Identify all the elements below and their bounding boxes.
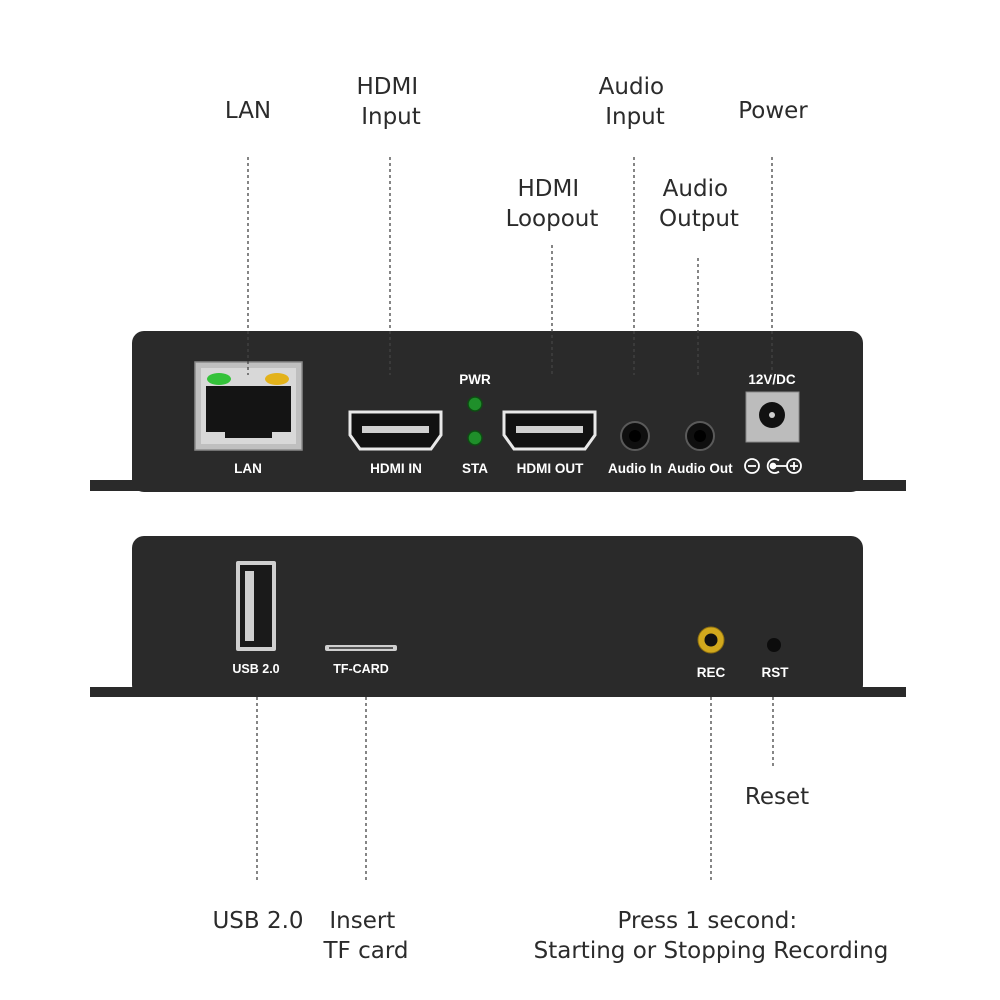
callout-lan: LAN [225, 98, 271, 124]
leader-lines [247, 157, 774, 880]
front-label-lan: LAN [234, 461, 262, 476]
back-label-rst: RST [762, 665, 790, 680]
lan-led-amber [265, 373, 289, 385]
sta-led [467, 430, 483, 446]
dc-power-jack [745, 391, 800, 443]
front-label-dc: 12V/DC [748, 372, 796, 387]
front-label-hdmi-out: HDMI OUT [517, 461, 584, 476]
lan-port [194, 361, 303, 451]
pwr-led [467, 396, 483, 412]
hdmi-in-port [348, 410, 443, 451]
back-label-rec: REC [697, 665, 726, 680]
back-label-tf: TF-CARD [333, 662, 389, 676]
front-label-audio-out: Audio Out [667, 461, 733, 476]
callout-usb: USB 2.0 [212, 908, 303, 934]
callout-audio-output: Audio Output [659, 176, 739, 232]
back-panel: USB 2.0 TF-CARD REC RST [90, 536, 906, 697]
callout-reset: Reset [745, 784, 809, 810]
hdmi-out-port [502, 410, 597, 451]
tf-card-slot [325, 645, 397, 651]
front-label-hdmi-in: HDMI IN [370, 461, 422, 476]
front-panel: LAN HDMI IN PWR STA HDMI OUT Audio In Au [90, 331, 906, 492]
front-label-audio-in: Audio In [608, 461, 662, 476]
callout-audio-input: Audio Input [599, 74, 672, 130]
callout-hdmi-loopout: HDMI Loopout [506, 176, 599, 232]
back-label-usb: USB 2.0 [232, 662, 279, 676]
usb-port [236, 561, 276, 651]
lan-led-green [207, 373, 231, 385]
callout-hdmi-input: HDMI Input [357, 74, 426, 130]
dc-polarity-icon [744, 458, 802, 474]
front-panel-body [132, 331, 863, 492]
front-label-sta: STA [462, 461, 488, 476]
callout-rec: Press 1 second: Starting or Stopping Rec… [534, 908, 889, 964]
audio-in-jack [620, 421, 650, 451]
callout-tf-card: Insert TF card [323, 908, 409, 964]
rec-button [697, 626, 725, 654]
audio-out-jack [685, 421, 715, 451]
rst-pinhole [767, 638, 781, 652]
callout-power: Power [738, 98, 808, 124]
callouts: LAN HDMI Input HDMI Loopout Audio Input … [212, 74, 888, 964]
front-label-pwr: PWR [459, 372, 491, 387]
back-panel-body [132, 536, 863, 697]
